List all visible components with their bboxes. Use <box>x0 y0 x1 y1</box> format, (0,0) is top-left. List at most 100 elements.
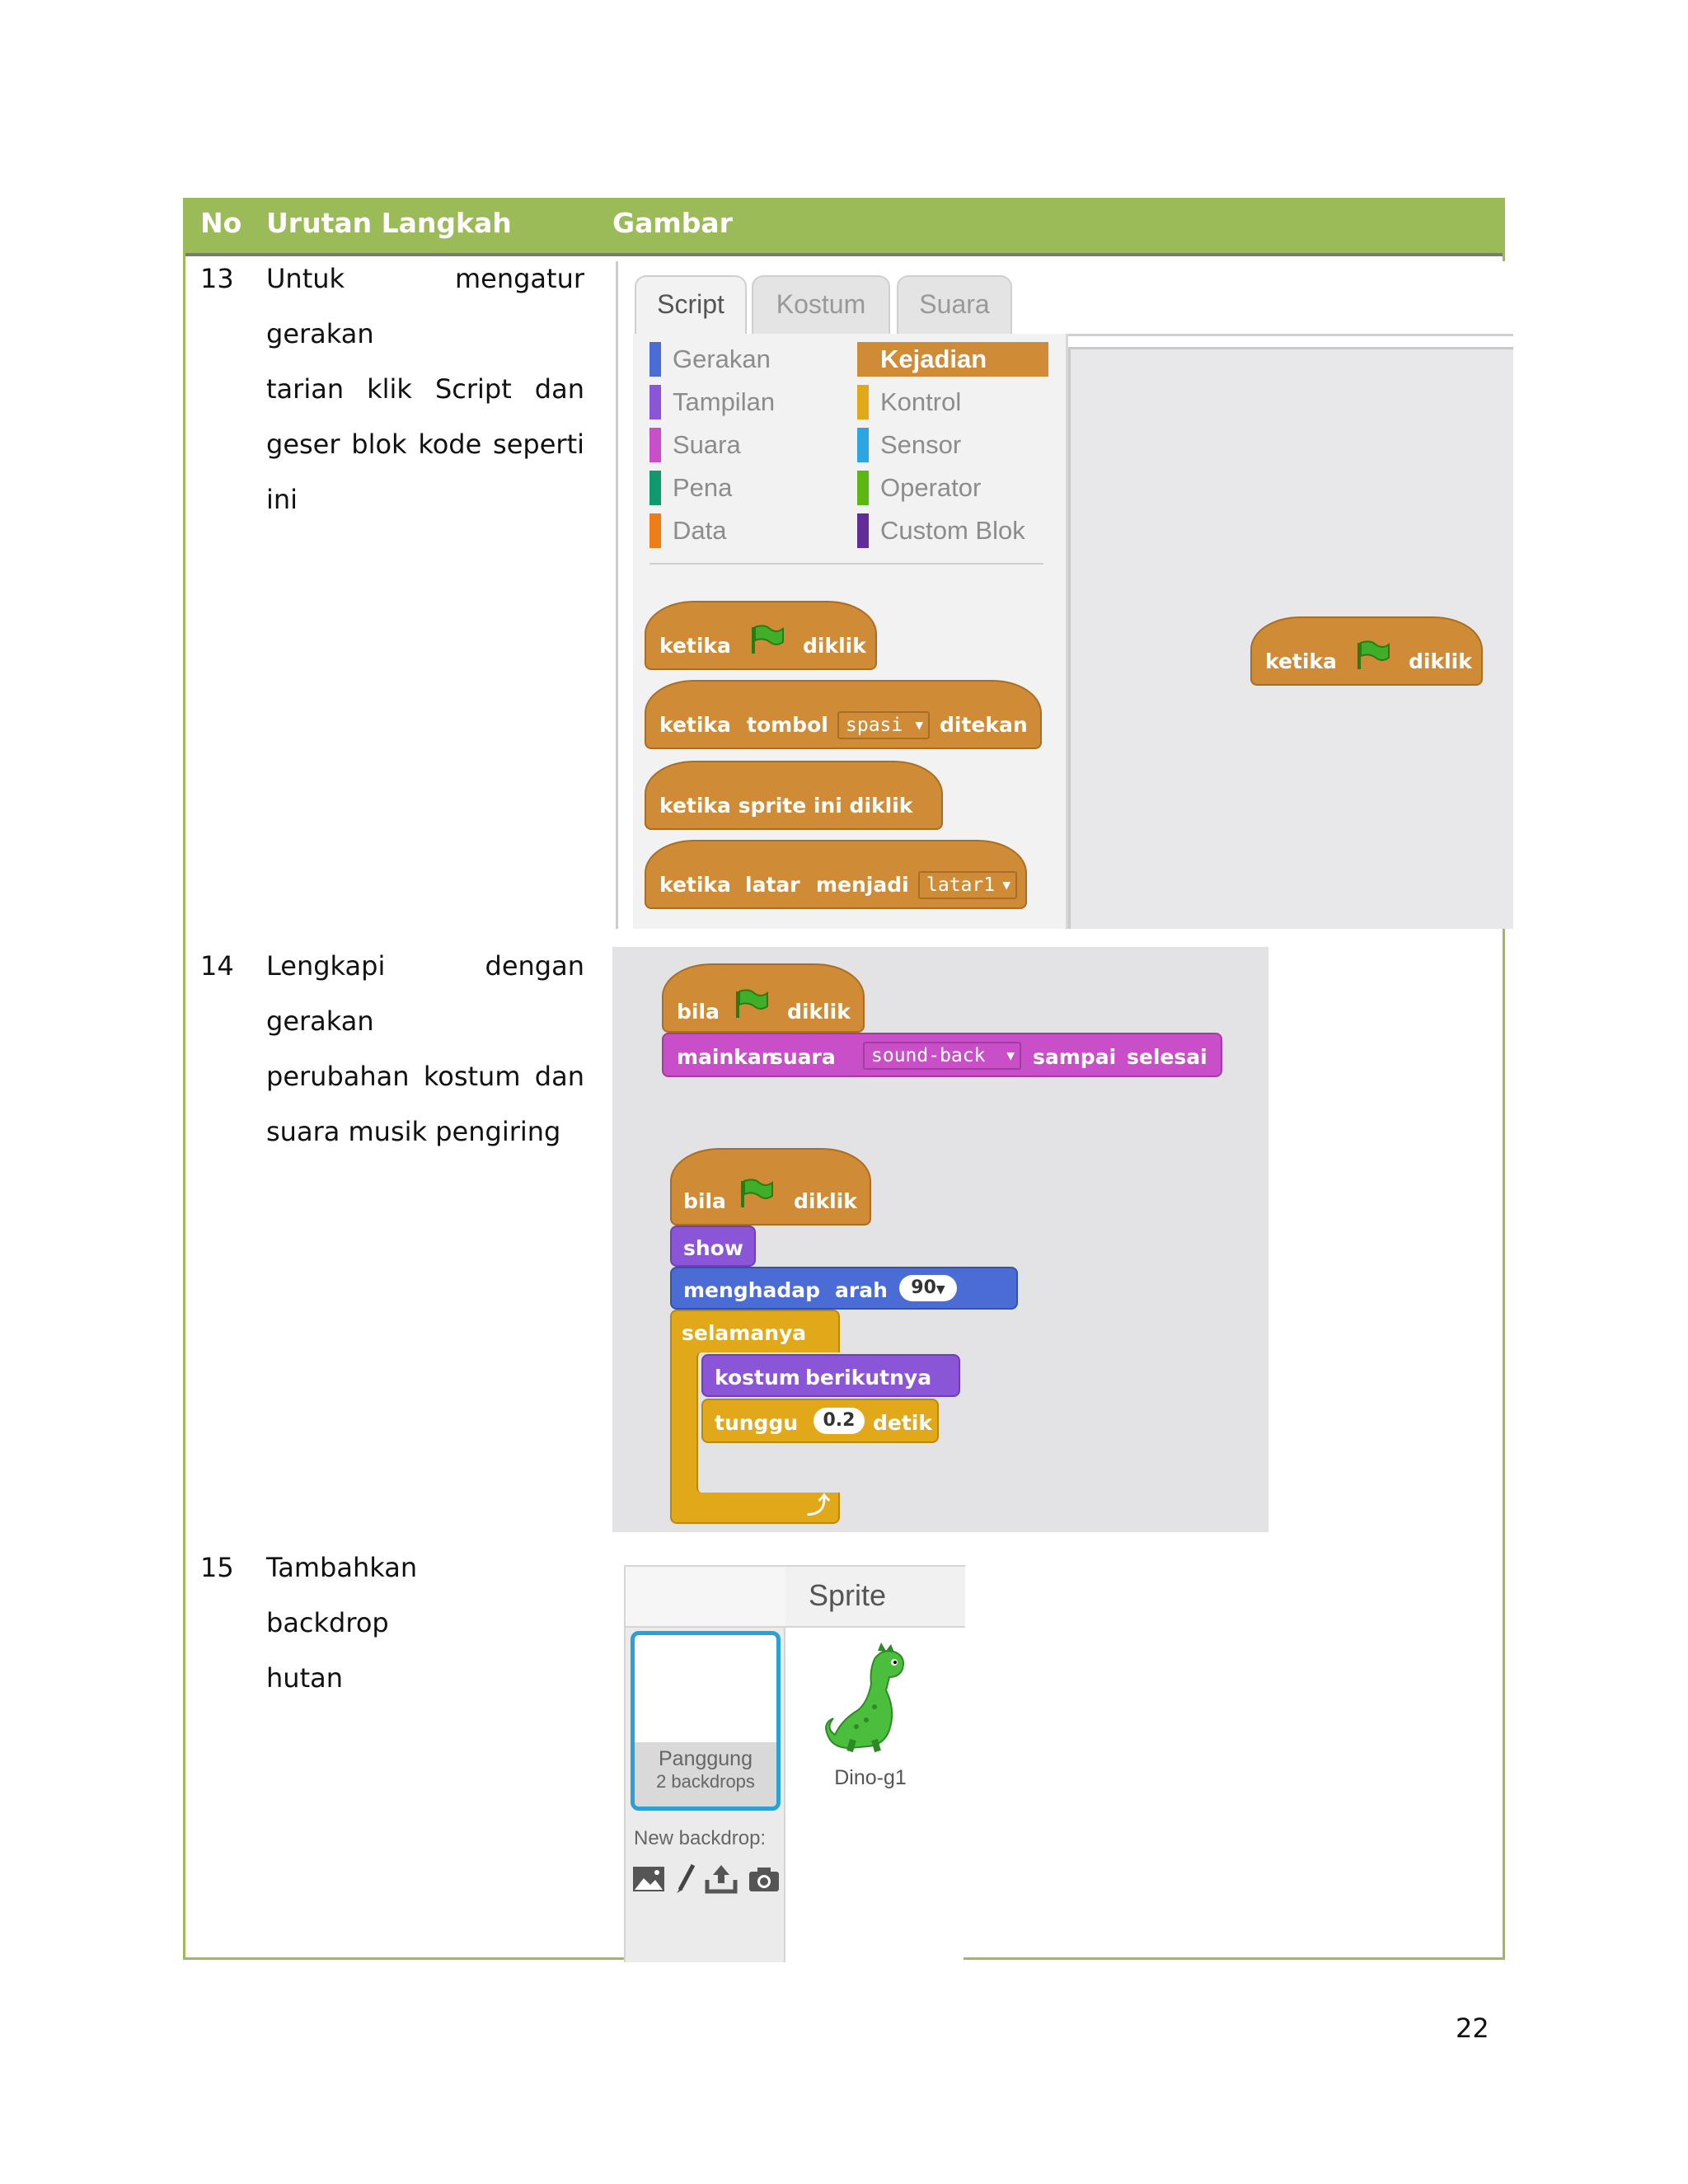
category-kejadian[interactable]: Kejadian <box>857 342 1048 377</box>
row-number: 15 <box>200 1552 234 1583</box>
category-label: Gerakan <box>673 344 771 373</box>
category-label: Sensor <box>880 430 962 459</box>
loop-arrow-icon: ⤴ <box>807 1492 831 1519</box>
color-swatch <box>857 428 869 462</box>
when-key-pressed-block[interactable]: ketika tombol spasi▼ ditekan <box>645 680 1042 749</box>
scratch-scripts-screenshot: bila diklik mainkan suara sound-back▼ sa… <box>612 947 1268 1532</box>
when-flag-clicked-block[interactable]: bila diklik <box>670 1148 871 1226</box>
dropdown-arrow-icon: ▼ <box>1006 1047 1015 1063</box>
sprite-thumbnail[interactable] <box>817 1641 916 1756</box>
category-label: Data <box>673 516 727 545</box>
step-line: perubahan kostum dan <box>266 1061 584 1092</box>
new-backdrop-label: New backdrop: <box>634 1827 767 1849</box>
step-line: suara musik pengiring <box>266 1116 561 1147</box>
header-image: Gambar <box>612 207 733 239</box>
tab-kostum[interactable]: Kostum <box>752 275 890 335</box>
block-text: berikutnya <box>805 1366 932 1390</box>
tab-suara[interactable]: Suara <box>897 275 1012 335</box>
category-label: Kontrol <box>880 387 962 416</box>
direction-input[interactable]: 90▼ <box>899 1275 957 1301</box>
step-line: tarian klik Script dan <box>266 373 584 405</box>
point-in-direction-block[interactable]: menghadap arah 90▼ <box>670 1267 1018 1310</box>
stage-thumbnail[interactable]: Panggung 2 backdrops <box>631 1631 781 1811</box>
stage-name: Panggung <box>658 1747 753 1770</box>
category-label: Tampilan <box>673 387 776 416</box>
block-text: arah <box>835 1278 888 1302</box>
block-text: bila <box>683 1189 726 1213</box>
sprite-header: Sprite <box>785 1565 965 1628</box>
block-text: diklik <box>1409 649 1472 673</box>
new-backdrop-tools <box>632 1863 781 1896</box>
block-text: ketika <box>659 873 731 897</box>
category-sensor[interactable]: Sensor <box>857 428 961 462</box>
upload-icon[interactable] <box>705 1863 738 1895</box>
green-flag-icon <box>736 989 768 1018</box>
block-text: menghadap <box>683 1278 821 1302</box>
row-number: 13 <box>200 263 234 294</box>
paint-brush-icon[interactable] <box>675 1863 696 1895</box>
stage-label: Panggung 2 backdrops <box>635 1742 776 1807</box>
page-number: 22 <box>1456 2013 1489 2044</box>
green-flag-icon <box>752 625 784 654</box>
stage-column-header <box>626 1565 785 1628</box>
block-text: ditekan <box>940 713 1028 737</box>
category-label: Operator <box>880 473 982 502</box>
step-line: Untuk mengatur gerakan <box>266 263 584 349</box>
play-sound-until-done-block[interactable]: mainkan suara sound-back▼ sampai selesai <box>662 1033 1222 1077</box>
show-block[interactable]: show <box>670 1226 756 1267</box>
category-tampilan[interactable]: Tampilan <box>649 385 775 419</box>
dropdown-arrow-icon: ▼ <box>935 1283 945 1296</box>
category-operator[interactable]: Operator <box>857 471 981 505</box>
when-flag-clicked-block[interactable]: ketika diklik <box>645 601 877 670</box>
category-suara[interactable]: Suara <box>649 428 741 462</box>
step-line: Tambahkan backdrop <box>266 1552 418 1638</box>
scripts-area[interactable]: ketika diklik <box>1068 347 1513 929</box>
placed-when-flag-clicked-block[interactable]: ketika diklik <box>1250 616 1483 686</box>
block-text: suara <box>771 1045 836 1069</box>
block-palette: Gerakan Tampilan Suara Pena Data Kejadia… <box>633 334 1068 929</box>
camera-icon[interactable] <box>748 1865 781 1893</box>
when-backdrop-switches-block[interactable]: ketika latar menjadi latar1▼ <box>645 840 1027 909</box>
color-swatch <box>649 428 661 462</box>
seconds-input[interactable]: 0.2 <box>814 1408 865 1434</box>
when-flag-clicked-block[interactable]: bila diklik <box>662 963 865 1033</box>
tab-script[interactable]: Script <box>635 275 747 335</box>
category-pena[interactable]: Pena <box>649 471 732 505</box>
block-text: tunggu <box>715 1411 799 1435</box>
category-custom-blok[interactable]: Custom Blok <box>857 513 1025 548</box>
backdrop-library-icon[interactable] <box>632 1863 665 1893</box>
category-gerakan[interactable]: Gerakan <box>649 342 771 377</box>
color-swatch <box>649 471 661 505</box>
color-swatch <box>649 342 661 377</box>
step-line: ini <box>266 484 298 515</box>
next-costume-block[interactable]: kostum berikutnya <box>701 1354 960 1397</box>
block-text: detik <box>873 1411 932 1435</box>
block-text: ketika sprite ini diklik <box>659 794 913 818</box>
header-no: No <box>200 207 242 239</box>
backdrop-dropdown[interactable]: latar1▼ <box>918 871 1017 899</box>
category-kontrol[interactable]: Kontrol <box>857 385 961 419</box>
when-sprite-clicked-block[interactable]: ketika sprite ini diklik <box>645 761 943 830</box>
step-text: Tambahkan backdrop hutan <box>266 1540 584 1706</box>
block-text: diklik <box>787 1000 851 1024</box>
sprite-name: Dino-g1 <box>834 1766 907 1789</box>
block-text: sampai <box>1033 1045 1117 1069</box>
category-data[interactable]: Data <box>649 513 726 548</box>
sprite-panel-screenshot: Sprite Panggung 2 backdrops New backdrop… <box>624 1565 965 1962</box>
category-label: Pena <box>673 473 733 502</box>
step-text: Lengkapi dengan gerakan perubahan kostum… <box>266 939 584 1160</box>
key-dropdown[interactable]: spasi▼ <box>837 711 930 739</box>
row-number: 14 <box>200 950 234 982</box>
sound-dropdown[interactable]: sound-back▼ <box>863 1042 1021 1070</box>
wait-seconds-block[interactable]: tunggu 0.2 detik <box>701 1399 939 1443</box>
block-text: latar <box>745 873 800 897</box>
header-steps: Urutan Langkah <box>266 207 512 239</box>
stage-backdrop-count: 2 backdrops <box>656 1771 755 1792</box>
tab-divider <box>1014 334 1513 336</box>
green-flag-icon <box>741 1179 773 1207</box>
category-label: Suara <box>673 430 741 459</box>
block-text: diklik <box>794 1189 857 1213</box>
step-text: Untuk mengatur gerakan tarian klik Scrip… <box>266 251 584 527</box>
dino-sprite-icon <box>825 1643 904 1753</box>
block-text: show <box>683 1236 743 1260</box>
